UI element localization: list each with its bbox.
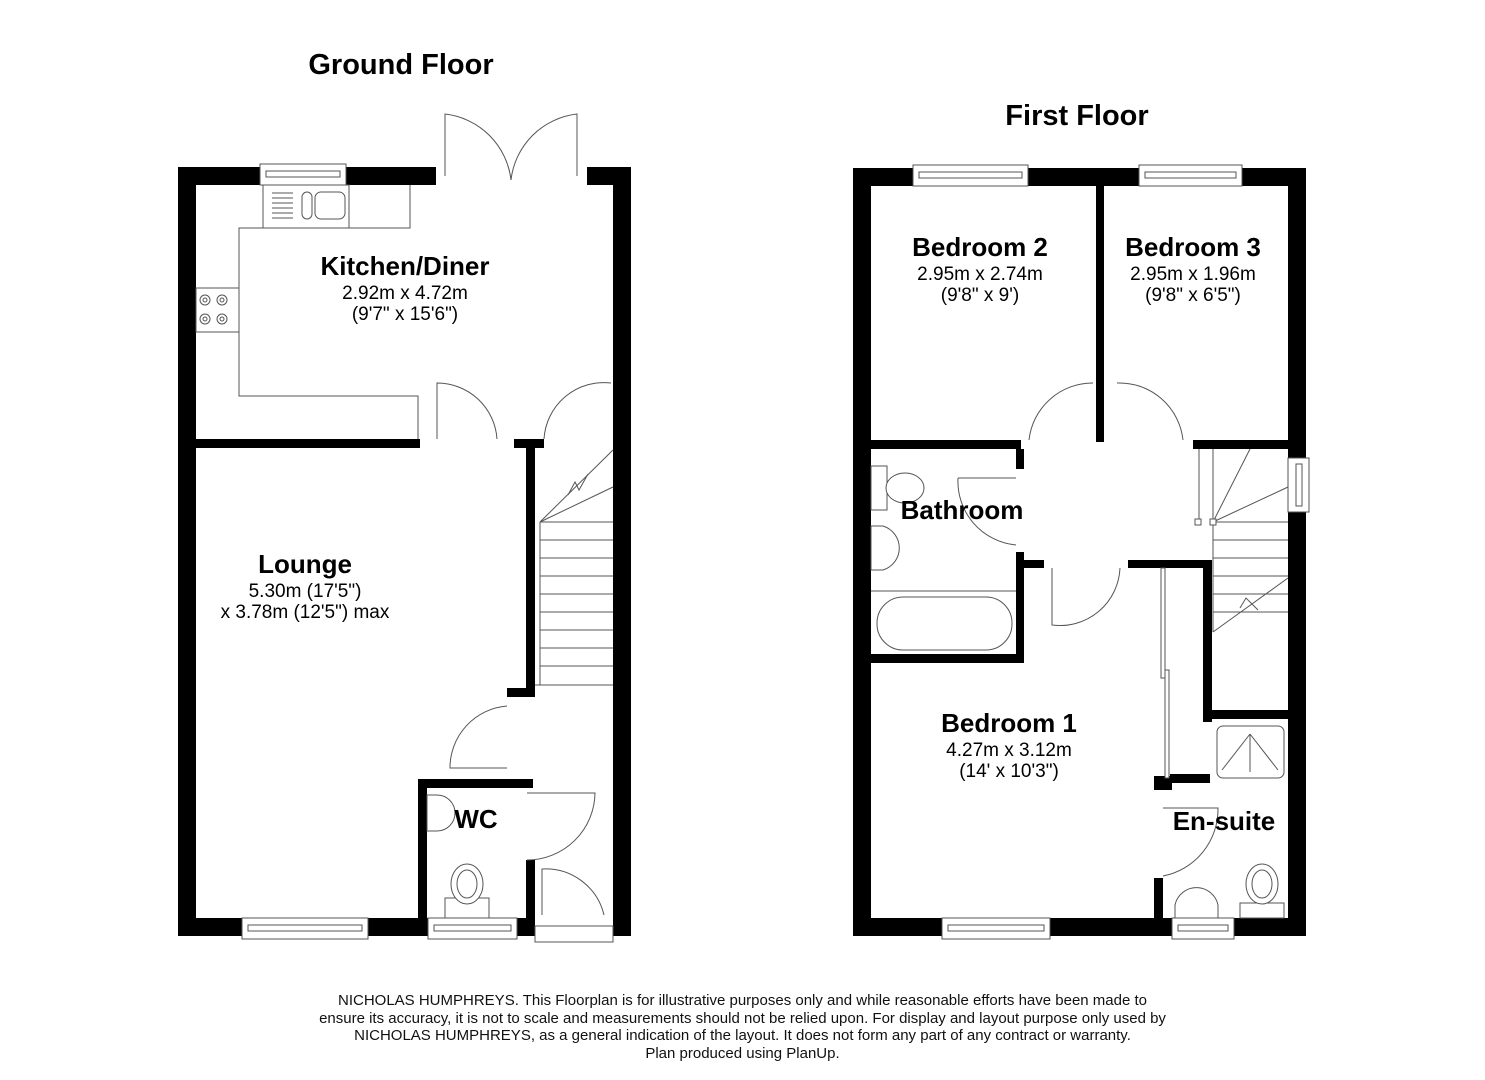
lounge-dim-line2: x 3.78m (12'5") max — [221, 602, 390, 623]
room-label-kitchen: Kitchen/Diner 2.92m x 4.72m (9'7" x 15'6… — [320, 251, 489, 325]
kitchen-dim-imperial: (9'7" x 15'6") — [352, 304, 458, 325]
room-label-bathroom: Bathroom — [901, 495, 1024, 525]
bedroom2-dim-metric: 2.95m x 2.74m — [917, 264, 1043, 285]
disclaimer-line: NICHOLAS HUMPHREYS. This Floorplan is fo… — [338, 992, 1147, 1009]
kitchen-name: Kitchen/Diner — [320, 251, 489, 281]
bedroom2-name: Bedroom 2 — [912, 232, 1048, 262]
room-label-ensuite: En-suite — [1173, 806, 1276, 836]
disclaimer-line: NICHOLAS HUMPHREYS, as a general indicat… — [354, 1027, 1131, 1044]
bedroom3-dim-metric: 2.95m x 1.96m — [1130, 264, 1256, 285]
bathroom-name: Bathroom — [901, 495, 1024, 525]
bedroom1-dim-metric: 4.27m x 3.12m — [946, 740, 1072, 761]
ground-windows — [241, 163, 614, 943]
disclaimer-line: Plan produced using PlanUp. — [645, 1044, 840, 1062]
first-floor-plan: First Floor — [853, 100, 1310, 940]
wc-name: WC — [454, 804, 498, 834]
first-doors — [957, 382, 1219, 877]
bathroom-fixtures — [870, 465, 1016, 651]
lounge-dim-line1: 5.30m (17'5") — [249, 581, 362, 602]
disclaimer-line: ensure its accuracy, it is not to scale … — [319, 1009, 1166, 1027]
ground-doors — [436, 113, 612, 916]
first-windows — [912, 164, 1310, 940]
room-label-bedroom2: Bedroom 2 2.95m x 2.74m (9'8" x 9') — [912, 232, 1048, 306]
kitchen-dim-metric: 2.92m x 4.72m — [342, 283, 468, 304]
disclaimer: NICHOLAS HUMPHREYS. This Floorplan is fo… — [0, 992, 1485, 1062]
wc-fixtures — [426, 794, 490, 919]
bedroom1-name: Bedroom 1 — [941, 708, 1077, 738]
bedroom3-name: Bedroom 3 — [1125, 232, 1261, 262]
ensuite-name: En-suite — [1173, 806, 1276, 836]
room-label-lounge: Lounge 5.30m (17'5") x 3.78m (12'5") max — [221, 549, 390, 623]
wardrobe — [1160, 567, 1170, 779]
bedroom2-dim-imperial: (9'8" x 9') — [941, 285, 1019, 306]
lounge-name: Lounge — [258, 549, 352, 579]
ensuite-fixtures — [1174, 725, 1285, 919]
ground-floor-title: Ground Floor — [308, 49, 493, 81]
ground-floor-plan: Ground Floor — [178, 49, 631, 943]
first-floor-walls — [853, 168, 1306, 936]
room-label-wc: WC — [454, 804, 498, 834]
room-label-bedroom1: Bedroom 1 4.27m x 3.12m (14' x 10'3") — [941, 708, 1077, 782]
ground-floor-walls — [178, 167, 631, 936]
bedroom3-dim-imperial: (9'8" x 6'5") — [1145, 285, 1241, 306]
bedroom1-dim-imperial: (14' x 10'3") — [959, 761, 1059, 782]
first-floor-title: First Floor — [1005, 100, 1148, 132]
first-stairs — [1194, 448, 1289, 633]
room-label-bedroom3: Bedroom 3 2.95m x 1.96m (9'8" x 6'5") — [1125, 232, 1261, 306]
kitchen-worktop — [195, 184, 419, 439]
ground-stairs — [535, 449, 614, 686]
